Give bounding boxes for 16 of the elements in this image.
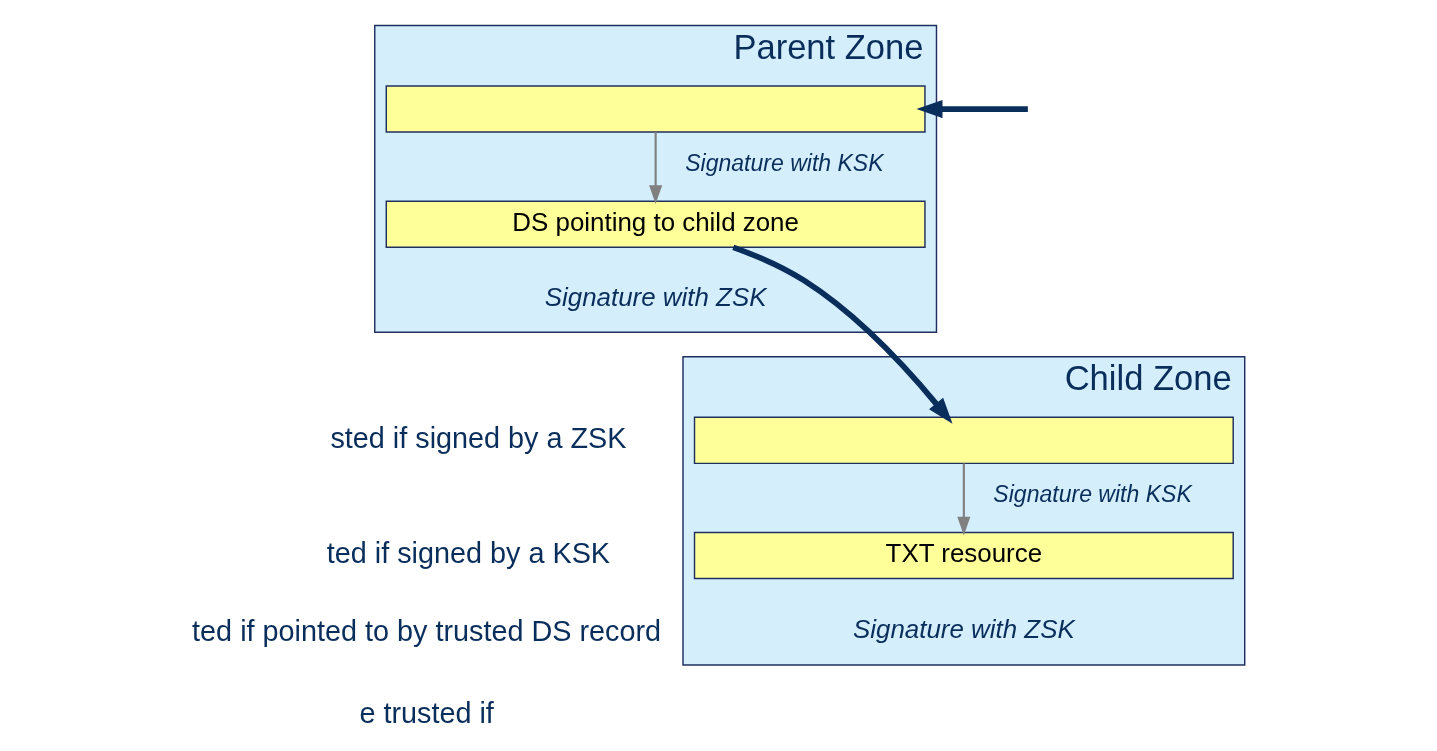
label: ted if signed by a KSK [326,536,610,569]
node-box: DS pointing to child zone [385,200,926,249]
node-box: TXT resource [693,531,1234,580]
label: e trusted if [358,696,494,729]
label: ted if pointed to by trusted DS record [191,614,661,647]
arrow [731,244,952,424]
arrow [956,463,970,536]
node-box [385,85,926,133]
arrow [916,99,1028,119]
arrow [648,132,662,205]
edge-label: Signature with KSK [684,149,884,176]
label: sted if signed by a ZSK [329,421,627,454]
node-label: Signature with ZSK [852,615,1075,644]
node-box [693,416,1234,465]
edge-label: Signature with KSK [992,480,1192,507]
node-label: Signature with ZSK [544,282,766,311]
